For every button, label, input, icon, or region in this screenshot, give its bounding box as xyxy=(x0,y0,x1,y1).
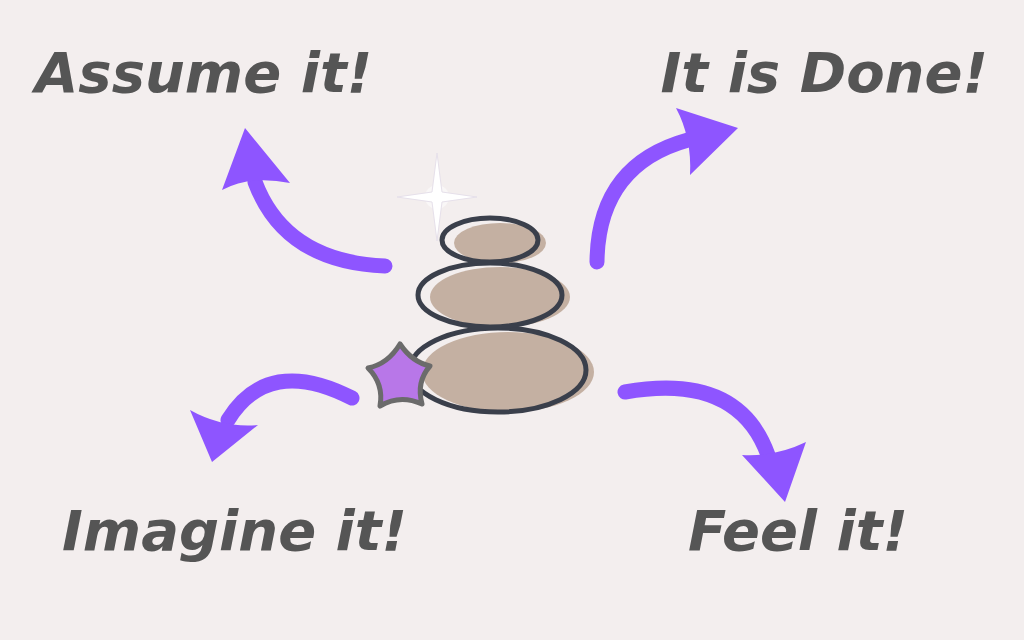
sparkle xyxy=(397,153,477,241)
arrowhead xyxy=(676,108,738,175)
arrow-shaft xyxy=(228,381,352,420)
arrowhead xyxy=(742,442,806,502)
step-label: Assume it! xyxy=(35,42,372,104)
stone-stack xyxy=(410,218,594,412)
step-label: Imagine it! xyxy=(62,500,407,562)
stone-outline xyxy=(418,263,562,327)
arrowhead xyxy=(222,128,290,190)
arrows xyxy=(228,140,768,455)
arrowhead xyxy=(190,410,258,462)
stone-outline xyxy=(442,218,538,262)
arrow-shaft xyxy=(625,388,768,455)
arrow-shaft xyxy=(597,140,688,262)
arrow-shaft xyxy=(255,182,385,266)
stone-outline xyxy=(410,328,586,412)
arrowheads xyxy=(190,108,806,502)
step-label: Feel it! xyxy=(688,500,908,562)
flower xyxy=(368,344,430,406)
flower-petals xyxy=(368,344,430,406)
step-label: It is Done! xyxy=(661,42,988,104)
sparkle-star xyxy=(397,153,477,241)
